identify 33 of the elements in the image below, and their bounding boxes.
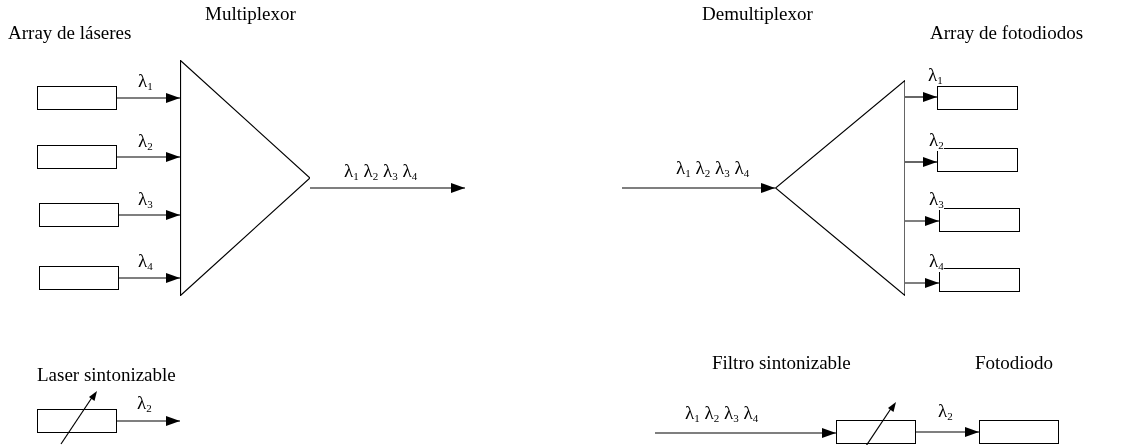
demultiplexer-triangle (775, 80, 905, 296)
arrow (904, 216, 940, 226)
device-box (836, 420, 916, 444)
device-box (979, 420, 1059, 444)
arrow (904, 157, 938, 167)
multiplexer-triangle (180, 60, 310, 296)
arrow (904, 278, 940, 288)
device-box (39, 266, 119, 290)
component-caption: Filtro sintonizable (712, 352, 851, 374)
group-heading: Array de fotodiodos (930, 22, 1084, 44)
component-caption: Demultiplexor (702, 3, 813, 25)
arrow (621, 183, 776, 193)
arrow (915, 427, 980, 437)
component-caption: Fotodiodo (975, 352, 1054, 374)
device-box (937, 86, 1018, 110)
device-box (39, 203, 119, 227)
component-caption: Laser sintonizable (37, 364, 176, 386)
arrow (116, 93, 181, 103)
arrow (118, 273, 181, 283)
arrow (309, 183, 466, 193)
arrow (118, 210, 181, 220)
device-box (37, 409, 117, 433)
device-box (939, 208, 1020, 232)
arrow (904, 92, 938, 102)
device-box (939, 268, 1020, 292)
arrow (116, 416, 181, 426)
device-box (937, 148, 1018, 172)
arrow (654, 428, 837, 438)
component-caption: Multiplexor (205, 3, 296, 25)
device-box (37, 86, 117, 110)
device-box (37, 145, 117, 169)
arrow (116, 152, 181, 162)
group-heading: Array de láseres (8, 22, 132, 44)
